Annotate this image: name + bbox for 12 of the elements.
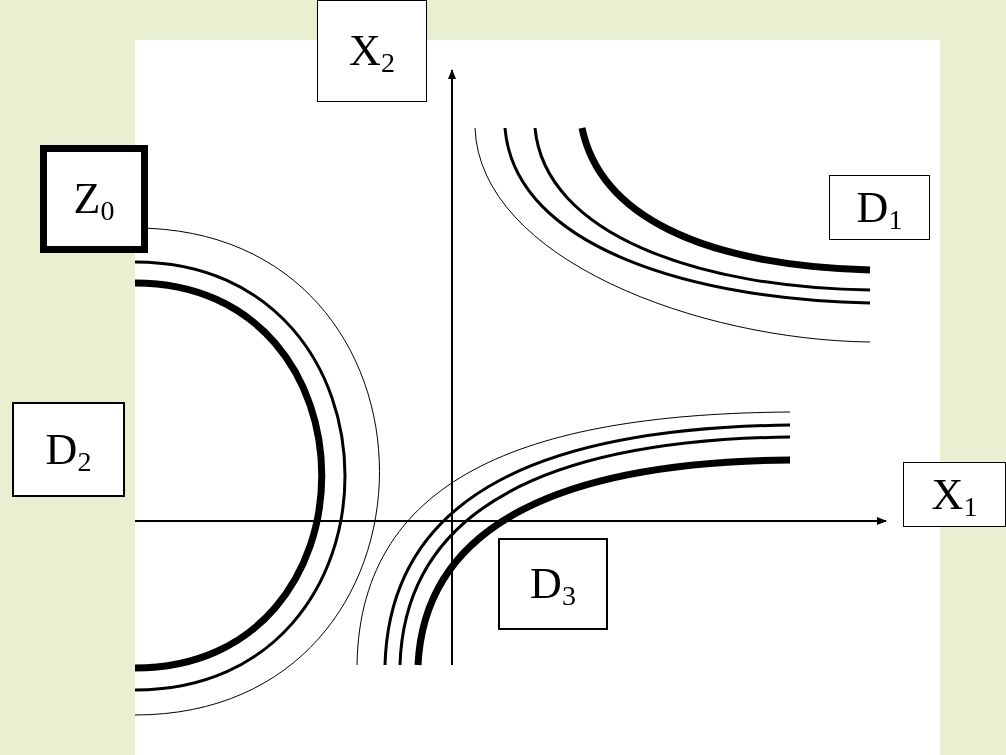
- axis-label: Z$_{0}$: [73, 177, 115, 221]
- axis-label: D$_{2}$: [45, 427, 92, 472]
- label-box: [40, 145, 148, 253]
- axis-label: D$_{1}$: [856, 185, 903, 230]
- axis-label: X$_{1}$: [931, 472, 978, 517]
- label-box: [829, 175, 930, 240]
- label-box: [12, 402, 125, 497]
- label-box: [317, 0, 427, 102]
- label-box: [903, 462, 1006, 527]
- axis-label: D$_{3}$: [530, 562, 576, 606]
- axis-label: X$_{2}$: [349, 29, 395, 73]
- label-box: [498, 538, 608, 630]
